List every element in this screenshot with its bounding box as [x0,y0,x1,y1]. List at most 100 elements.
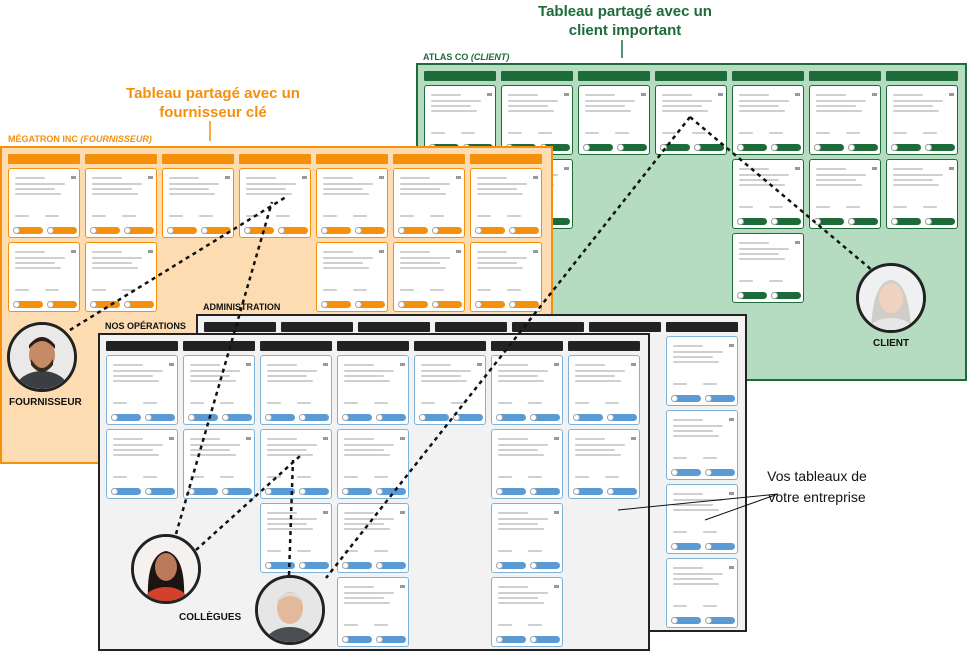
menu-icon[interactable] [323,511,328,514]
menu-icon[interactable] [456,176,461,179]
toggle-pill-icon[interactable] [705,543,735,550]
toggle-pill-icon[interactable] [583,144,613,151]
menu-icon[interactable] [379,176,384,179]
menu-icon[interactable] [246,363,251,366]
board-card[interactable] [393,242,465,312]
board-card[interactable] [260,429,332,499]
toggle-pill-icon[interactable] [925,144,955,151]
toggle-pill-icon[interactable] [111,488,141,495]
toggle-pill-icon[interactable] [530,636,560,643]
toggle-pill-icon[interactable] [771,144,801,151]
board-card[interactable] [337,503,409,573]
menu-icon[interactable] [477,363,482,366]
menu-icon[interactable] [872,93,877,96]
toggle-pill-icon[interactable] [509,227,539,234]
board-card[interactable] [337,429,409,499]
toggle-pill-icon[interactable] [694,144,724,151]
menu-icon[interactable] [949,93,954,96]
toggle-pill-icon[interactable] [453,414,483,421]
toggle-pill-icon[interactable] [607,414,637,421]
menu-icon[interactable] [795,93,800,96]
board-card[interactable] [491,355,563,425]
menu-icon[interactable] [487,93,492,96]
toggle-pill-icon[interactable] [222,414,252,421]
menu-icon[interactable] [564,93,569,96]
toggle-pill-icon[interactable] [705,395,735,402]
menu-icon[interactable] [872,167,877,170]
toggle-pill-icon[interactable] [145,414,175,421]
board-card[interactable] [8,242,80,312]
toggle-pill-icon[interactable] [265,488,295,495]
menu-icon[interactable] [729,344,734,347]
toggle-pill-icon[interactable] [376,414,406,421]
board-card[interactable] [183,429,255,499]
toggle-pill-icon[interactable] [124,301,154,308]
toggle-pill-icon[interactable] [222,488,252,495]
menu-icon[interactable] [949,167,954,170]
board-card[interactable] [470,168,542,238]
menu-icon[interactable] [729,566,734,569]
toggle-pill-icon[interactable] [891,218,921,225]
board-card[interactable] [578,85,650,155]
toggle-pill-icon[interactable] [342,636,372,643]
toggle-pill-icon[interactable] [814,144,844,151]
board-card[interactable] [491,429,563,499]
toggle-pill-icon[interactable] [111,414,141,421]
toggle-pill-icon[interactable] [124,227,154,234]
toggle-pill-icon[interactable] [13,227,43,234]
toggle-pill-icon[interactable] [617,144,647,151]
toggle-pill-icon[interactable] [671,617,701,624]
menu-icon[interactable] [533,250,538,253]
menu-icon[interactable] [718,93,723,96]
menu-icon[interactable] [400,585,405,588]
menu-icon[interactable] [795,241,800,244]
board-card[interactable] [666,336,738,406]
toggle-pill-icon[interactable] [376,636,406,643]
toggle-pill-icon[interactable] [496,562,526,569]
menu-icon[interactable] [641,93,646,96]
toggle-pill-icon[interactable] [705,617,735,624]
board-card[interactable] [491,503,563,573]
menu-icon[interactable] [631,437,636,440]
toggle-pill-icon[interactable] [244,227,274,234]
menu-icon[interactable] [246,437,251,440]
menu-icon[interactable] [554,363,559,366]
toggle-pill-icon[interactable] [376,488,406,495]
toggle-pill-icon[interactable] [848,144,878,151]
board-card[interactable] [85,168,157,238]
board-card[interactable] [732,85,804,155]
menu-icon[interactable] [729,492,734,495]
menu-icon[interactable] [169,437,174,440]
menu-icon[interactable] [456,250,461,253]
board-card[interactable] [106,429,178,499]
menu-icon[interactable] [71,250,76,253]
menu-icon[interactable] [169,363,174,366]
board-card[interactable] [337,355,409,425]
toggle-pill-icon[interactable] [299,562,329,569]
board-card[interactable] [414,355,486,425]
menu-icon[interactable] [323,363,328,366]
operations-board[interactable] [98,333,650,651]
toggle-pill-icon[interactable] [737,292,767,299]
toggle-pill-icon[interactable] [509,301,539,308]
toggle-pill-icon[interactable] [660,144,690,151]
toggle-pill-icon[interactable] [607,488,637,495]
toggle-pill-icon[interactable] [13,301,43,308]
board-card[interactable] [666,484,738,554]
menu-icon[interactable] [323,437,328,440]
toggle-pill-icon[interactable] [848,218,878,225]
board-card[interactable] [886,159,958,229]
board-card[interactable] [568,355,640,425]
board-card[interactable] [809,85,881,155]
board-card[interactable] [666,410,738,480]
board-card[interactable] [260,355,332,425]
toggle-pill-icon[interactable] [530,488,560,495]
menu-icon[interactable] [564,167,569,170]
toggle-pill-icon[interactable] [530,562,560,569]
toggle-pill-icon[interactable] [475,227,505,234]
board-card[interactable] [183,355,255,425]
menu-icon[interactable] [729,418,734,421]
toggle-pill-icon[interactable] [47,301,77,308]
menu-icon[interactable] [400,511,405,514]
menu-icon[interactable] [533,176,538,179]
